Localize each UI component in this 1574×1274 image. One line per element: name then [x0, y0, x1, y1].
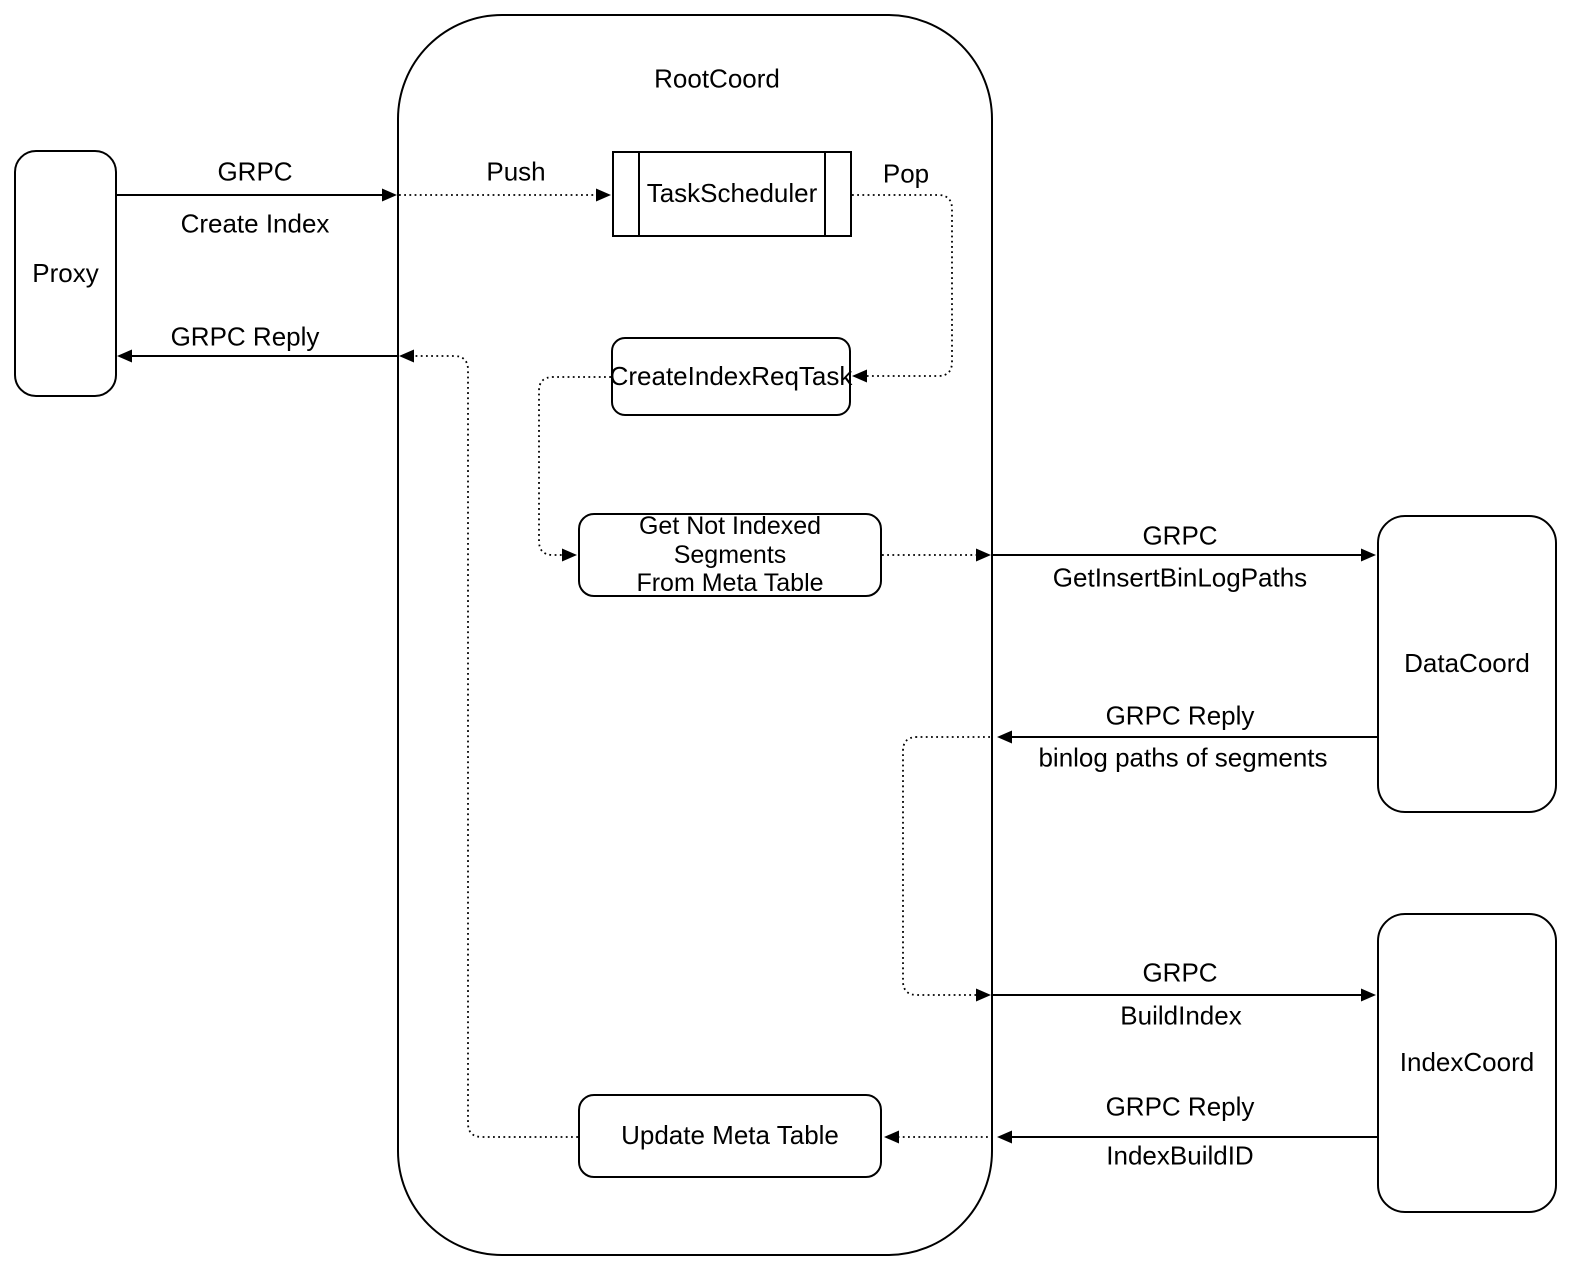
edge-grpc-buildindex	[993, 988, 1376, 1002]
edge-label-grpc-reply-buildid-2: IndexBuildID	[1106, 1140, 1254, 1171]
taskscheduler-left-bar	[638, 153, 640, 235]
edge-label-grpc-buildindex-2: BuildIndex	[1120, 1000, 1242, 1031]
edge-border-to-updatemetatable	[884, 1130, 993, 1144]
getnotindexedsegments-label-line1: Get Not Indexed Segments	[638, 511, 822, 569]
getnotindexedsegments-label-line2: From Meta Table	[636, 569, 824, 598]
node-rootcoord	[397, 14, 993, 1256]
edge-label-grpc-reply-binlog-1: GRPC Reply	[1105, 700, 1255, 731]
node-taskscheduler: TaskScheduler	[612, 151, 852, 237]
updatemetatable-label: Update Meta Table	[621, 1120, 839, 1151]
node-createindexreqtask: CreateIndexReqTask	[609, 337, 853, 416]
edge-grpc-create-index	[117, 188, 397, 202]
node-getnotindexedsegments: Get Not Indexed Segments From Meta Table	[578, 512, 882, 598]
edge-createindexreqtask-to-getnotindexed	[538, 376, 611, 562]
node-datacoord: DataCoord	[1377, 515, 1557, 813]
edge-push	[399, 188, 611, 202]
edge-updatemetatable-to-border	[399, 349, 578, 1138]
edge-label-pop: Pop	[882, 158, 930, 189]
rootcoord-label: RootCoord	[654, 63, 780, 94]
edge-label-grpc-reply-buildid-1: GRPC Reply	[1105, 1091, 1255, 1122]
edge-grpc-reply-proxy	[117, 349, 397, 363]
edge-grpc-getinsertbinlogpaths	[993, 548, 1376, 562]
edge-getnotindexed-to-border	[882, 548, 991, 562]
node-indexcoord: IndexCoord	[1377, 913, 1557, 1213]
edge-label-grpc-getinsert-2: GetInsertBinLogPaths	[1052, 562, 1308, 593]
edge-label-grpc-reply-proxy: GRPC Reply	[170, 321, 320, 352]
edge-label-grpc-buildindex-1: GRPC	[1142, 957, 1218, 988]
edge-label-grpc-reply-binlog-2: binlog paths of segments	[1038, 742, 1328, 773]
proxy-label: Proxy	[32, 257, 99, 288]
edge-label-push: Push	[486, 156, 546, 187]
edge-grpc-reply-binlog	[997, 730, 1377, 744]
datacoord-label: DataCoord	[1404, 648, 1530, 679]
node-proxy: Proxy	[14, 150, 117, 397]
edge-label-create-index: Create Index	[180, 208, 330, 239]
edge-label-grpc-getinsert-1: GRPC	[1142, 520, 1218, 551]
createindexreqtask-label: CreateIndexReqTask	[609, 360, 853, 391]
edge-grpc-reply-indexbuildid	[997, 1130, 1377, 1144]
taskscheduler-right-bar	[824, 153, 826, 235]
getnotindexedsegments-label: Get Not Indexed Segments From Meta Table	[580, 512, 880, 598]
taskscheduler-label: TaskScheduler	[646, 178, 818, 209]
indexcoord-label: IndexCoord	[1399, 1047, 1535, 1078]
edge-label-grpc: GRPC	[217, 156, 293, 187]
edge-pop	[852, 194, 953, 383]
node-updatemetatable: Update Meta Table	[578, 1094, 882, 1178]
edge-binlog-to-buildindex-routing	[902, 736, 991, 1002]
